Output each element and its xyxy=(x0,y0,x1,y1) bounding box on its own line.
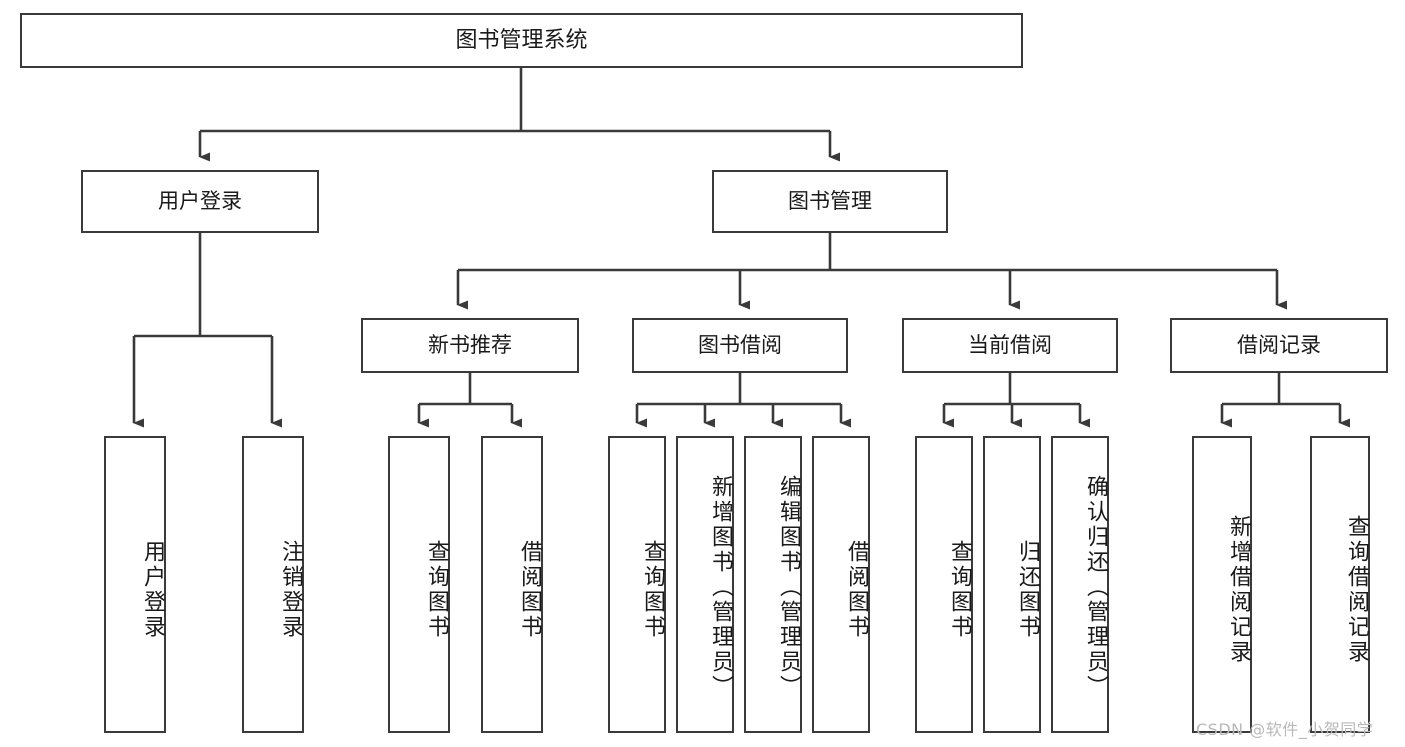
node-current-borrow-label: 当前借阅 xyxy=(968,333,1052,358)
node-new-book-recommend[interactable]: 新书推荐 xyxy=(361,318,579,373)
node-user-login-label: 用户登录 xyxy=(158,189,242,214)
node-leaf-edit-book-admin[interactable]: 编辑图书（管理员） xyxy=(744,436,802,733)
node-leaf-edit-book-admin-label: 编辑图书（管理员） xyxy=(776,475,801,700)
node-leaf-confirm-return-admin-label: 确认归还（管理员） xyxy=(1083,475,1108,700)
node-leaf-borrow-book-rec-label: 借阅图书 xyxy=(517,539,542,640)
node-leaf-query-book-borrow[interactable]: 查询图书 xyxy=(608,436,666,733)
node-leaf-query-book-rec-label: 查询图书 xyxy=(424,539,449,640)
node-root[interactable]: 图书管理系统 xyxy=(20,13,1023,68)
node-leaf-add-borrow-record[interactable]: 新增借阅记录 xyxy=(1192,436,1252,733)
node-leaf-query-borrow-record-label: 查询借阅记录 xyxy=(1344,514,1369,665)
node-leaf-borrow-book-borrow[interactable]: 借阅图书 xyxy=(812,436,870,733)
node-book-manage-label: 图书管理 xyxy=(788,189,872,214)
node-leaf-add-book-admin-label: 新增图书（管理员） xyxy=(708,475,733,700)
node-borrow-record[interactable]: 借阅记录 xyxy=(1170,318,1388,373)
node-leaf-query-book-rec[interactable]: 查询图书 xyxy=(388,436,450,733)
node-leaf-confirm-return-admin[interactable]: 确认归还（管理员） xyxy=(1051,436,1109,733)
node-new-book-recommend-label: 新书推荐 xyxy=(428,333,512,358)
node-leaf-borrow-book-rec[interactable]: 借阅图书 xyxy=(481,436,543,733)
node-leaf-user-login-label: 用户登录 xyxy=(140,539,165,640)
node-user-login[interactable]: 用户登录 xyxy=(81,170,319,233)
node-root-label: 图书管理系统 xyxy=(455,27,588,53)
node-leaf-borrow-book-borrow-label: 借阅图书 xyxy=(844,539,869,640)
node-book-borrow-label: 图书借阅 xyxy=(698,333,782,358)
node-book-manage[interactable]: 图书管理 xyxy=(712,170,948,233)
node-leaf-return-book[interactable]: 归还图书 xyxy=(983,436,1041,733)
node-current-borrow[interactable]: 当前借阅 xyxy=(902,318,1118,373)
node-borrow-record-label: 借阅记录 xyxy=(1237,333,1321,358)
node-leaf-return-book-label: 归还图书 xyxy=(1015,539,1040,640)
node-leaf-user-logout-label: 注销登录 xyxy=(278,539,303,640)
node-leaf-user-login[interactable]: 用户登录 xyxy=(104,436,166,733)
csdn-watermark: CSDN @软件_小贺同学 xyxy=(1196,720,1374,739)
node-leaf-query-book-borrow-label: 查询图书 xyxy=(640,539,665,640)
node-leaf-query-book-current[interactable]: 查询图书 xyxy=(915,436,973,733)
node-leaf-user-logout[interactable]: 注销登录 xyxy=(242,436,304,733)
node-leaf-query-book-current-label: 查询图书 xyxy=(947,539,972,640)
node-leaf-add-borrow-record-label: 新增借阅记录 xyxy=(1226,514,1251,665)
node-book-borrow[interactable]: 图书借阅 xyxy=(632,318,848,373)
node-leaf-add-book-admin[interactable]: 新增图书（管理员） xyxy=(676,436,734,733)
node-leaf-query-borrow-record[interactable]: 查询借阅记录 xyxy=(1310,436,1370,733)
